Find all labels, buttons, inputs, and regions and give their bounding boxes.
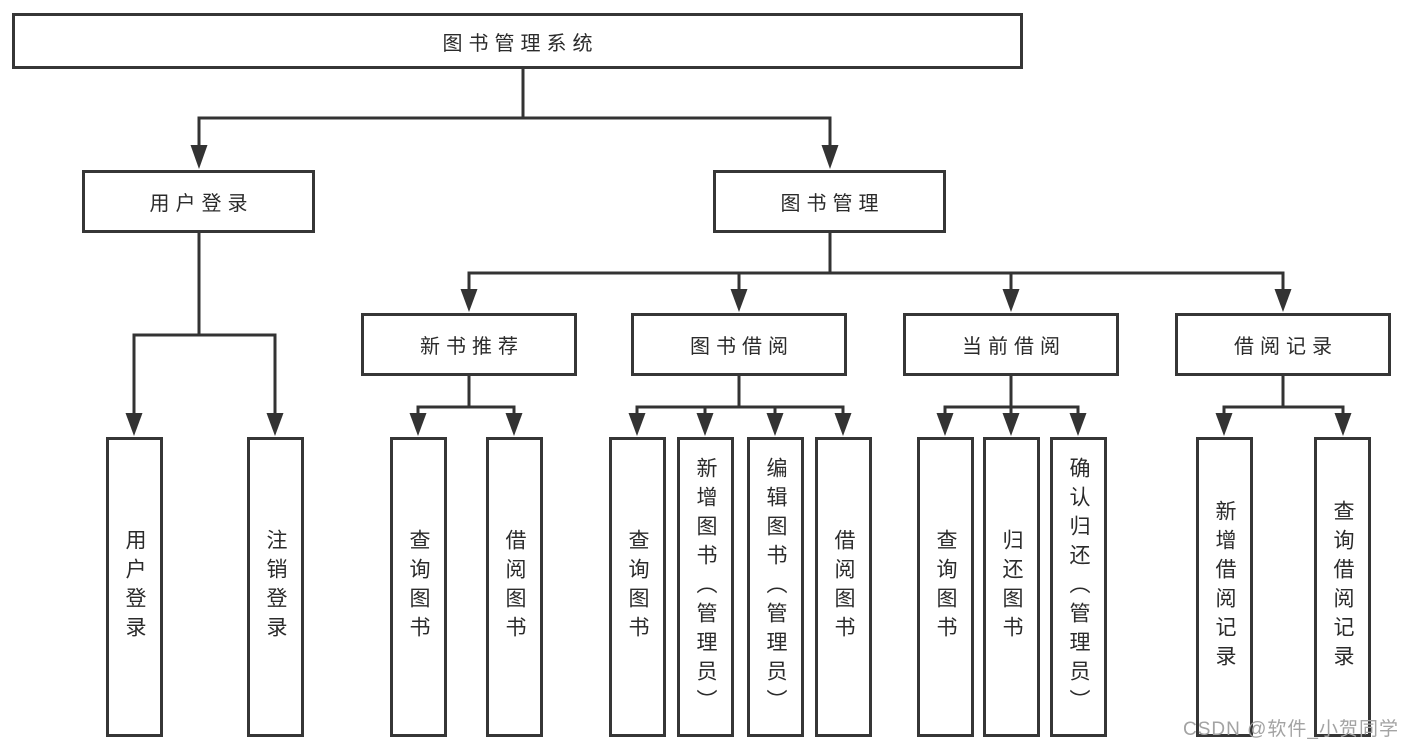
leaf-return-books: 归还图书 [983, 437, 1040, 737]
node-user-login: 用户登录 [82, 170, 315, 233]
leaf-borrow-books: 借阅图书 [815, 437, 872, 737]
node-current-borrowing: 当前借阅 [903, 313, 1119, 376]
node-borrowing-records: 借阅记录 [1175, 313, 1391, 376]
node-book-management: 图书管理 [713, 170, 946, 233]
arrowheads [125, 145, 1352, 436]
leaf-search-books-current: 查询图书 [917, 437, 974, 737]
leaf-search-books-recommend: 查询图书 [390, 437, 447, 737]
leaf-user-login: 用户登录 [106, 437, 163, 737]
leaf-add-borrow-record: 新增借阅记录 [1196, 437, 1253, 737]
leaf-add-book-admin: 新增图书（管理员） [677, 437, 734, 737]
leaf-search-books-borrowing: 查询图书 [609, 437, 666, 737]
connector-strokes [132, 67, 1345, 416]
node-new-book-recommendation: 新书推荐 [361, 313, 577, 376]
csdn-watermark: CSDN @软件_小贺同学 [1183, 719, 1399, 740]
leaf-borrow-books-recommend: 借阅图书 [486, 437, 543, 737]
node-library-management-system: 图书管理系统 [12, 13, 1023, 69]
leaf-logout: 注销登录 [247, 437, 304, 737]
node-book-borrowing: 图书借阅 [631, 313, 847, 376]
leaf-search-borrow-record: 查询借阅记录 [1314, 437, 1371, 737]
leaf-confirm-return-admin: 确认归还（管理员） [1050, 437, 1107, 737]
leaf-edit-book-admin: 编辑图书（管理员） [747, 437, 804, 737]
